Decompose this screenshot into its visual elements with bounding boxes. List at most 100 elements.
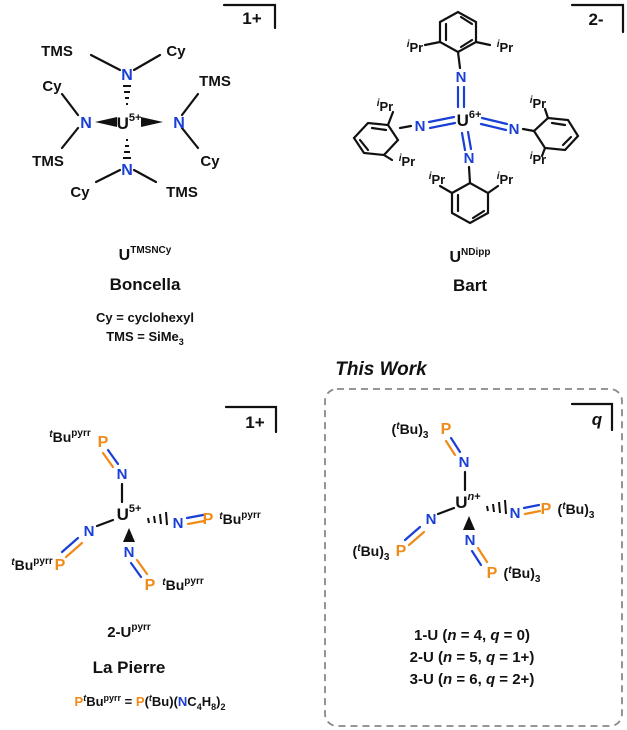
author-name: La Pierre [93,658,166,677]
bond [94,168,122,184]
nitrogen-atom: N [117,466,128,483]
aryl-ring [352,121,400,157]
cy-label: Cy [42,78,62,95]
author-name: Boncella [110,275,181,294]
tbu3-group: (tBu)3 [504,565,541,585]
aryl-ring [450,181,490,225]
author-name: Bart [453,276,487,295]
bond [436,506,456,516]
double-bond [470,549,483,567]
nitrogen-atom: N [509,121,520,138]
tbu-pyrr-group: tBupyrr [49,428,91,445]
compound-label: UTMSNCy [119,245,172,264]
nitrogen-atom: N [173,515,184,532]
double-bond [60,536,80,554]
wedge-bond [463,516,475,530]
charge-label: q [592,410,603,429]
charge-label: 1+ [242,9,261,28]
phosphorus-atom: P [441,421,452,438]
charge-bracket [224,405,278,434]
double-bond [444,439,457,457]
charge-label: 2- [588,10,603,29]
legend-cy: Cy = cyclohexyl [96,310,194,325]
nitrogen-atom: N [121,67,133,84]
double-bond [460,131,467,152]
phosphorus-atom: P [541,501,552,518]
compound-entry: 2-U (n = 5, q = 1+) [410,649,535,666]
nitrogen-atom: N [121,162,133,179]
double-bond [101,451,115,469]
nitrogen-atom: N [84,523,95,540]
phosphorus-atom: P [203,511,214,528]
charge-bracket [222,3,277,30]
bond [180,126,200,150]
bond [132,53,162,72]
tbu-pyrr-group: tBupyrr [11,556,53,573]
charge-label: 1+ [245,413,264,432]
tms-label: TMS [32,153,64,170]
tms-label: TMS [199,73,231,90]
nitrogen-atom: N [510,505,521,522]
uranium-atom: U5+ [117,503,142,524]
nitrogen-atom: N [80,115,92,132]
tbu-pyrr-group: tBupyrr [162,576,204,593]
phosphorus-atom: P [55,557,66,574]
double-bond [185,513,205,520]
lapierre-structure: 1+ tBupyrr P N U5+ N tBupyrr P N P tBupy… [11,405,278,712]
double-bond [522,503,541,510]
bond [89,53,122,72]
nitrogen-atom: N [464,150,475,167]
phosphorus-atom: P [98,434,109,451]
cy-label: Cy [200,153,220,170]
tbu3-group: (tBu)3 [353,543,390,563]
tms-label: TMS [166,184,198,201]
ipr-label: iPr [530,151,547,167]
hashed-bond [147,511,168,526]
compound-entry: 1-U (n = 4, q = 0) [414,627,530,644]
compound-list: 1-U (n = 4, q = 0) 2-U (n = 5, q = 1+) 3-U… [410,627,535,688]
ipr-label: iPr [530,95,547,111]
bond [132,168,158,184]
nitrogen-atom: N [426,511,437,528]
tbu-pyrr-group: tBupyrr [219,510,261,527]
ligand-definition: PtBupyrr = P(tBu)(NC4H8)2 [75,693,226,712]
compound-label: 2-Upyrr [107,622,151,641]
bond [95,518,115,528]
phosphorus-atom: P [145,577,156,594]
nitrogen-atom: N [465,532,476,549]
double-bond [480,116,509,126]
double-bond [427,115,456,124]
boncella-structure: 1+ TMS Cy N Cy TMS N N U5+ TMS Cy N C [32,3,277,347]
nitrogen-atom: N [173,115,185,132]
ipr-label: iPr [497,171,514,187]
cy-label: Cy [70,184,90,201]
phosphorus-atom: P [396,543,407,560]
bond [60,126,80,150]
this-work-panel: This Work q (tBu)3 P N Un+ N (tBu)3 P N … [324,359,623,727]
compound-label: UNDipp [449,247,490,266]
uranium-atom: U6+ [457,109,482,130]
tms-label: TMS [41,43,73,60]
phosphorus-atom: P [487,565,498,582]
legend-tms: TMS = SiMe3 [106,329,184,347]
uranium-atom: U5+ [117,112,142,133]
double-bond [129,561,143,579]
tbu3-group: (tBu)3 [558,501,595,521]
panel-title: This Work [335,359,428,380]
ipr-label: iPr [429,171,446,187]
nitrogen-atom: N [456,69,467,86]
uranium-atom: Un+ [455,491,480,512]
wedge-bond [95,117,117,127]
compound-entry: 3-U (n = 6, q = 2+) [410,671,535,688]
bond [180,92,200,117]
dashed-frame [324,388,623,727]
wedge-bond [141,117,163,127]
hashed-bond [123,139,131,159]
nitrogen-atom: N [459,454,470,471]
ipr-label: iPr [407,39,424,55]
wedge-bond [123,528,135,542]
cy-label: Cy [166,43,186,60]
hashed-bond [123,85,131,105]
bond [60,92,80,117]
